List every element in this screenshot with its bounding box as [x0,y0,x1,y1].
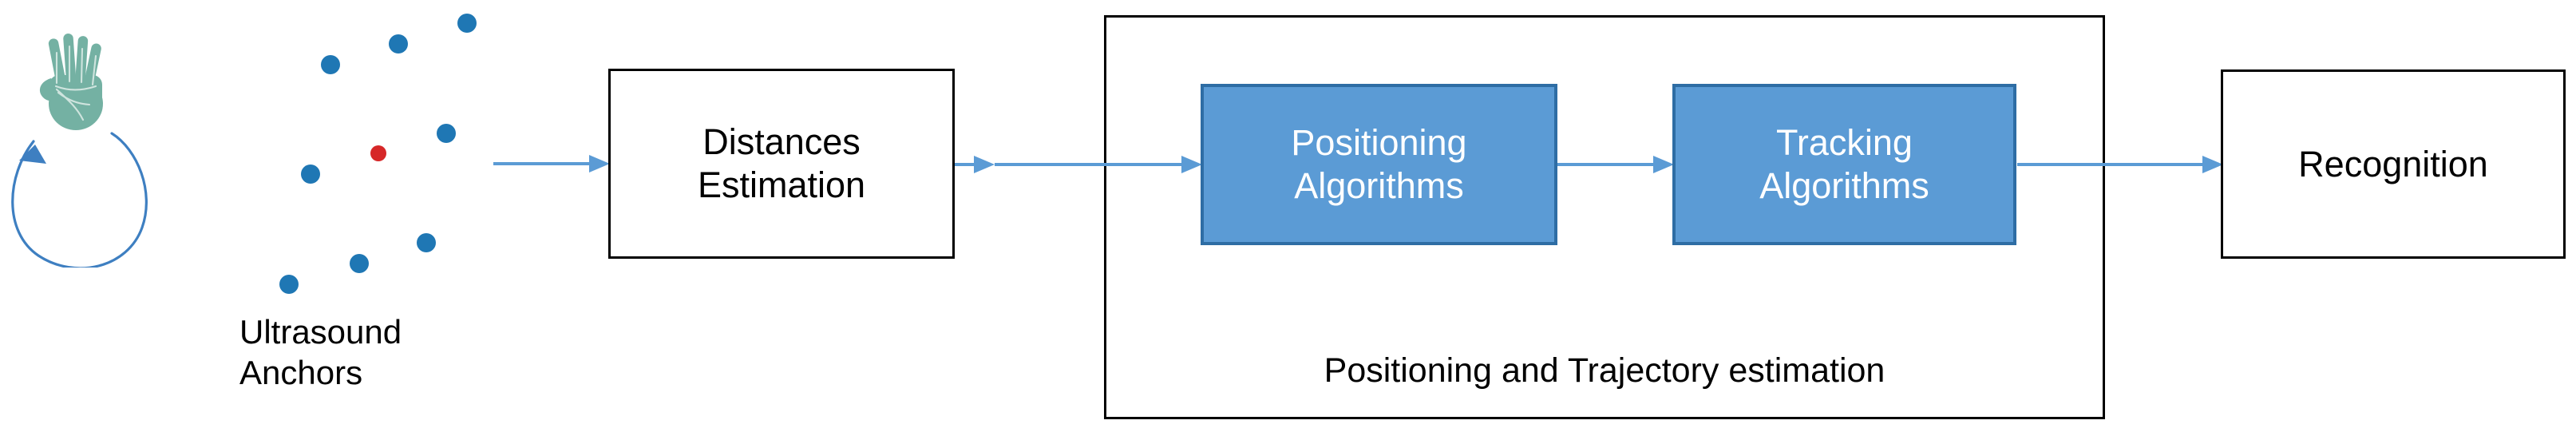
arrow-positioning-to-tracking [1557,153,1674,176]
positioning-and-trajectory-group [1104,15,2105,419]
arrow-shaft [2017,163,2204,166]
anchor-dot-7 [350,254,369,273]
target-tag-dot [370,145,386,161]
positioning-algorithms-box[interactable]: Positioning Algorithms [1201,84,1557,245]
circular-rotation-arrow-icon [11,132,148,268]
arrow-group-to-positioning [995,153,1202,176]
arrow-head-icon [2202,156,2223,173]
anchor-dot-1 [457,14,477,33]
arrow-shaft [493,162,591,165]
arrow-head-icon [1653,156,1674,173]
tracking-algorithms-box[interactable]: Tracking Algorithms [1672,84,2016,245]
anchor-dot-4 [437,124,456,143]
arrow-shaft [1557,163,1655,166]
arrow-head-icon [974,156,995,173]
arrow-head-icon [1181,156,1202,173]
anchor-dot-8 [279,275,299,294]
distances-estimation-box[interactable]: Distances Estimation [608,69,955,259]
arrow-shaft [955,163,975,166]
anchor-dot-2 [389,34,408,54]
arrow-shaft [995,163,1183,166]
arrow-anchors-to-distances [493,152,610,176]
arrow-distances-to-group [955,153,995,176]
recognition-box[interactable]: Recognition [2221,69,2566,259]
anchor-dot-3 [321,55,340,74]
hand-gesture-group [0,24,168,311]
arrow-head-icon [589,155,610,172]
anchor-dot-6 [417,233,436,252]
ultrasound-anchors-label: Ultrasound Anchors [239,313,402,392]
hand-palm-icon [39,34,103,130]
arrow-tracking-to-recognition [2017,153,2223,176]
ultrasound-anchor-field [239,0,503,319]
group-caption-label: Positioning and Trajectory estimation [1324,351,1886,390]
anchor-dot-5 [301,165,320,184]
